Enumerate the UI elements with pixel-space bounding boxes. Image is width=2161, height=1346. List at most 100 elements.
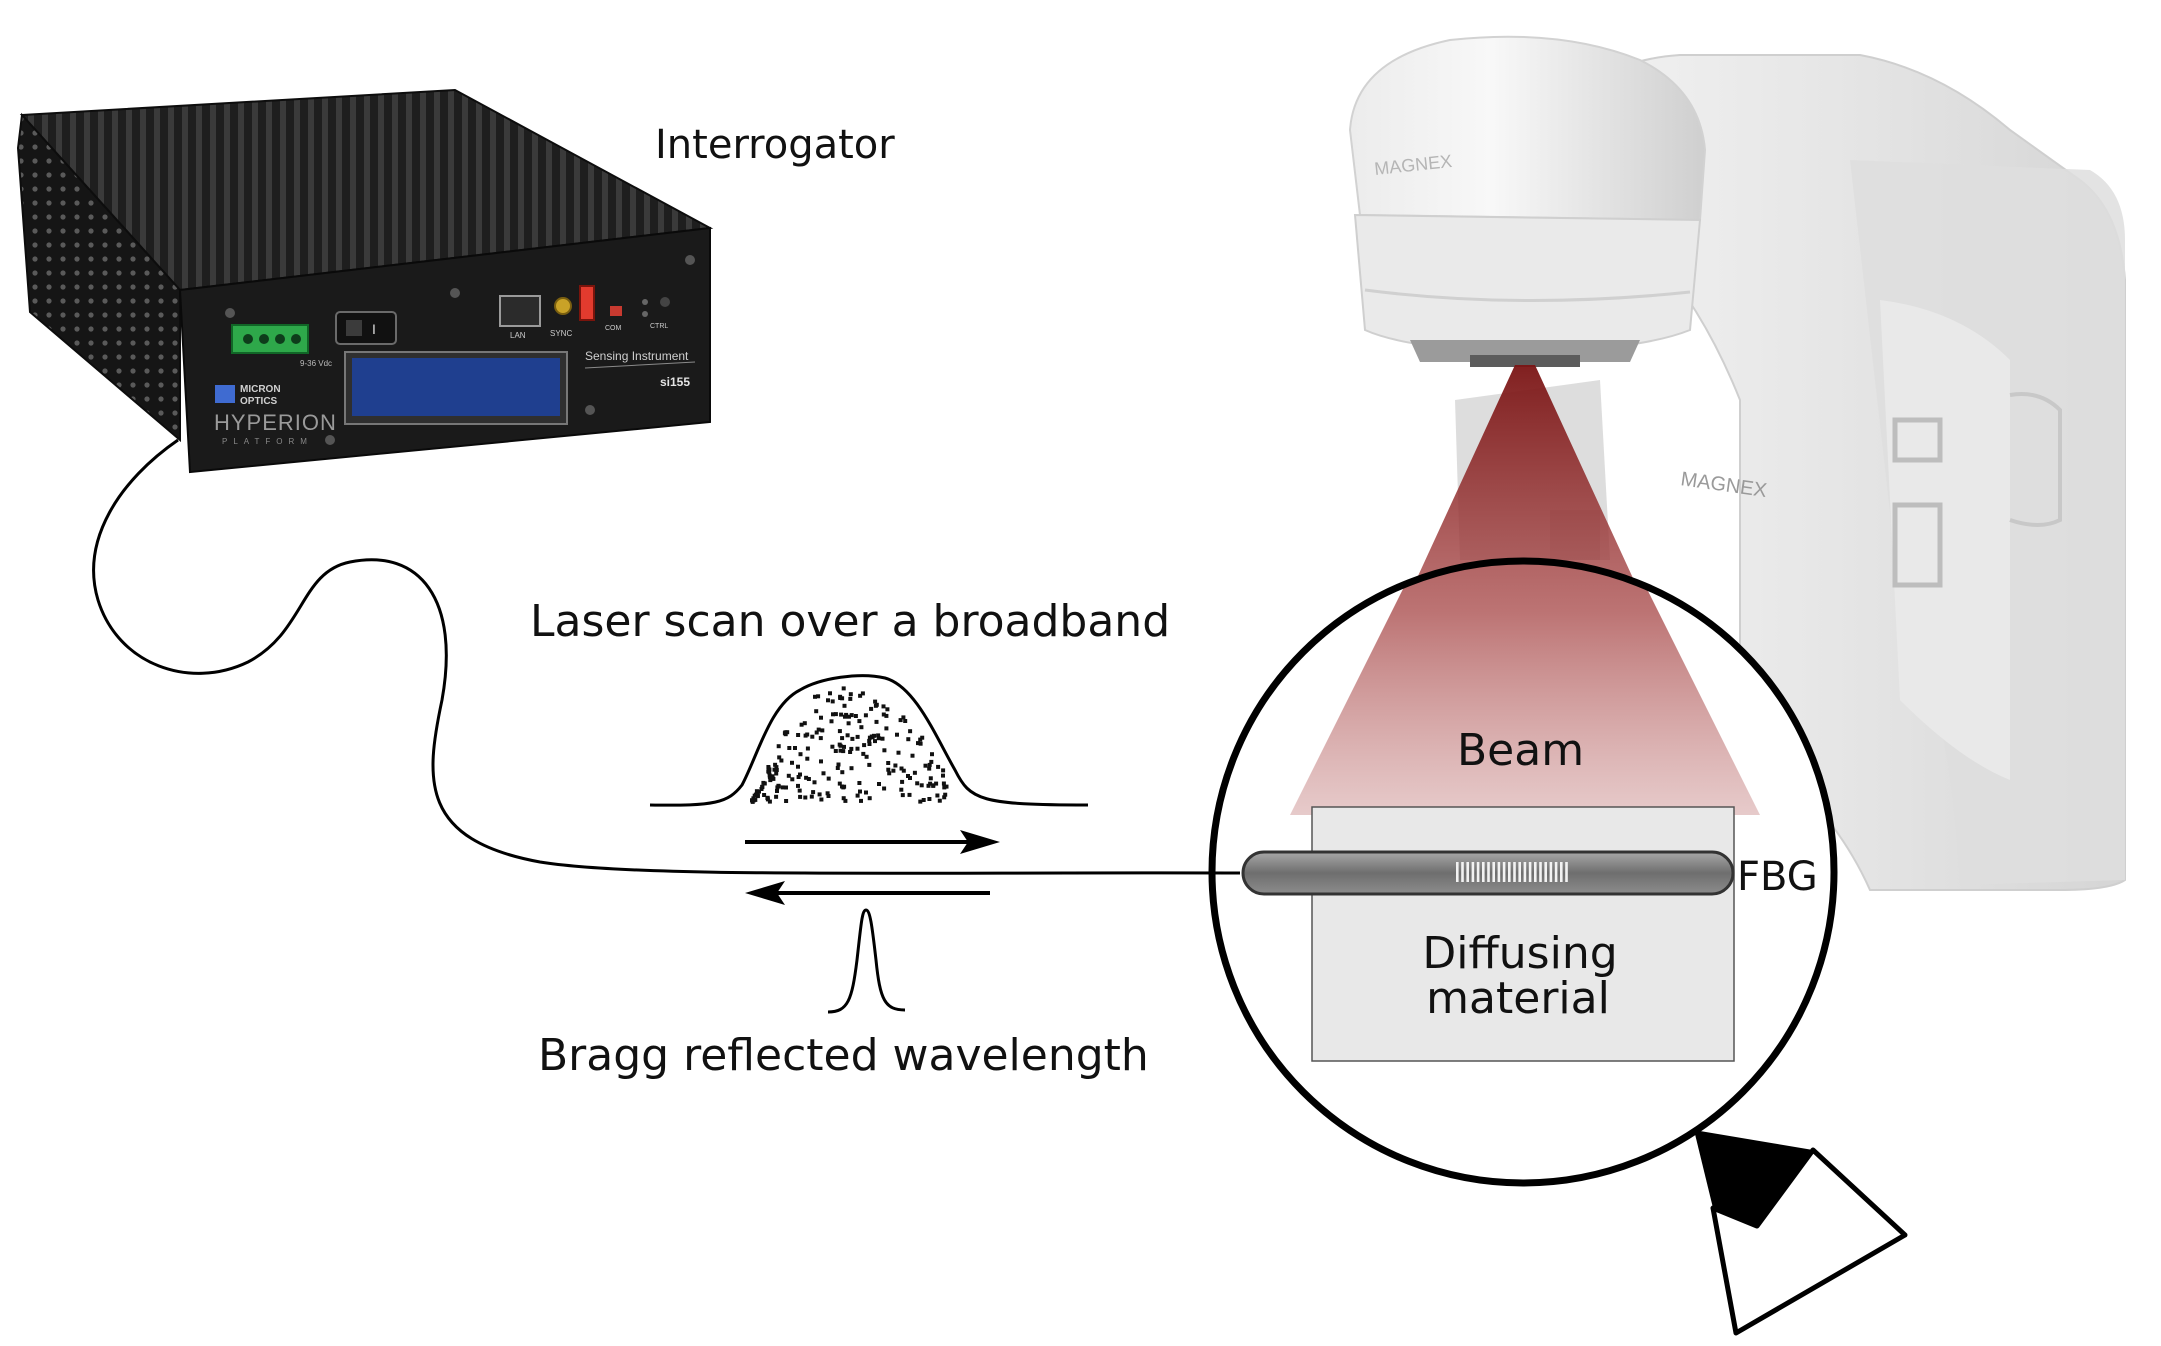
- spectrum-dot: [918, 737, 923, 742]
- spectrum-dot: [873, 739, 877, 744]
- spectrum-dot: [843, 798, 848, 803]
- spectrum-dot: [783, 730, 788, 735]
- grating-mark: [1497, 862, 1501, 882]
- spectrum-dot: [809, 794, 814, 799]
- grating-mark: [1476, 862, 1480, 882]
- spectrum-dot: [767, 799, 772, 804]
- spectrum-dot: [876, 736, 881, 741]
- spectrum-dot: [833, 749, 838, 753]
- spectrum-dot: [886, 761, 891, 765]
- spectrum-dot: [858, 789, 862, 794]
- spectrum-dot: [802, 721, 807, 726]
- spectrum-dot: [857, 719, 862, 724]
- spectrum-dot: [774, 794, 779, 799]
- spectrum-dot: [848, 750, 853, 754]
- spectrum-dot: [833, 712, 838, 717]
- spectrum-dot: [859, 798, 863, 803]
- spectrum-dot: [847, 714, 851, 719]
- spectrum-dot: [790, 777, 795, 782]
- spectrum-dot: [784, 799, 789, 803]
- spectrum-dot: [929, 759, 934, 764]
- spectrum-dot: [845, 733, 850, 738]
- sync-port: [554, 297, 572, 315]
- spectrum-dot: [901, 715, 906, 720]
- micron-optics-logo: [215, 385, 235, 403]
- spectrum-dot: [830, 744, 835, 749]
- spectrum-dot: [840, 770, 845, 775]
- spectrum-dot: [943, 792, 948, 797]
- grating-mark: [1560, 862, 1563, 882]
- spectrum-dot: [926, 783, 931, 788]
- spectrum-dot: [754, 789, 759, 794]
- broadband-spectrum-dots: [750, 686, 949, 804]
- bragg-peak-curve: [827, 908, 906, 1014]
- magnifier-lens: [1208, 557, 1838, 1187]
- spectrum-dot: [881, 712, 886, 717]
- spectrum-dot: [817, 792, 822, 797]
- interrogator-device: 9-36 Vdc I MICRON OPTICS HYPERION PLATFO…: [16, 88, 714, 474]
- spectrum-dot: [864, 790, 868, 795]
- spectrum-dot: [915, 781, 920, 786]
- spectrum-dot: [805, 746, 810, 751]
- spectrum-dot: [811, 790, 816, 795]
- spectrum-dot: [750, 799, 755, 804]
- brand-line1: MICRON: [240, 384, 281, 395]
- spectrum-dot: [935, 793, 940, 798]
- spectrum-dot: [819, 759, 823, 764]
- grating-mark: [1528, 862, 1532, 882]
- spectrum-dot: [921, 798, 926, 802]
- com-port-label: COM: [605, 325, 622, 332]
- grating-mark: [1508, 862, 1511, 882]
- spectrum-dot: [931, 783, 936, 788]
- spectrum-dot: [896, 750, 901, 755]
- spectrum-dot: [840, 736, 845, 741]
- spectrum-dot: [757, 789, 761, 794]
- ctrl-port-label: CTRL: [650, 323, 668, 330]
- spectrum-dot: [937, 798, 942, 803]
- svg-text:I: I: [372, 321, 376, 337]
- spectrum-dot: [862, 743, 867, 748]
- spectrum-dot: [853, 714, 858, 718]
- spectrum-dot: [873, 699, 878, 704]
- grating-mark: [1492, 862, 1495, 882]
- spectrum-dot: [891, 768, 896, 773]
- sync-port-label: SYNC: [550, 329, 572, 338]
- spectrum-dot: [841, 796, 846, 801]
- spectrum-dot: [916, 741, 920, 746]
- spectrum-dot: [934, 781, 939, 786]
- spectrum-dot: [839, 712, 844, 717]
- spectrum-dot: [855, 746, 860, 751]
- spectrum-dot: [798, 752, 803, 757]
- spectrum-dot: [819, 797, 824, 802]
- spectrum-dot: [838, 748, 843, 753]
- spectrum-dot: [899, 766, 904, 771]
- spectrum-dot: [869, 706, 874, 711]
- spectrum-dot: [770, 775, 775, 780]
- spectrum-dot: [814, 730, 819, 735]
- spectrum-dot: [880, 736, 885, 741]
- spectrum-dot: [906, 774, 910, 778]
- spectrum-dot: [903, 719, 908, 723]
- spectrum-dot: [760, 784, 765, 789]
- spectrum-dot: [820, 728, 825, 733]
- spectrum-dot: [798, 794, 803, 799]
- spectrum-dot: [780, 785, 785, 790]
- spectrum-dot: [810, 734, 815, 739]
- bragg-label: Bragg reflected wavelength: [538, 1030, 1149, 1081]
- spectrum-dot: [755, 792, 760, 797]
- spectrum-dot: [900, 779, 905, 784]
- spectrum-dot: [872, 733, 876, 738]
- spectrum-dot: [858, 693, 863, 698]
- grating-mark: [1539, 862, 1542, 882]
- spectrum-dot: [826, 776, 831, 781]
- spectrum-dot: [876, 733, 881, 738]
- spectrum-dot: [873, 703, 878, 708]
- spectrum-dot: [797, 788, 802, 793]
- spectrum-dot: [819, 715, 823, 720]
- spectrum-dot: [776, 783, 781, 788]
- spectrum-dot: [919, 783, 924, 788]
- grating-mark: [1544, 862, 1547, 882]
- forward-arrow: [745, 830, 1000, 854]
- spectrum-dot: [860, 691, 865, 696]
- spectrum-dot: [898, 718, 903, 723]
